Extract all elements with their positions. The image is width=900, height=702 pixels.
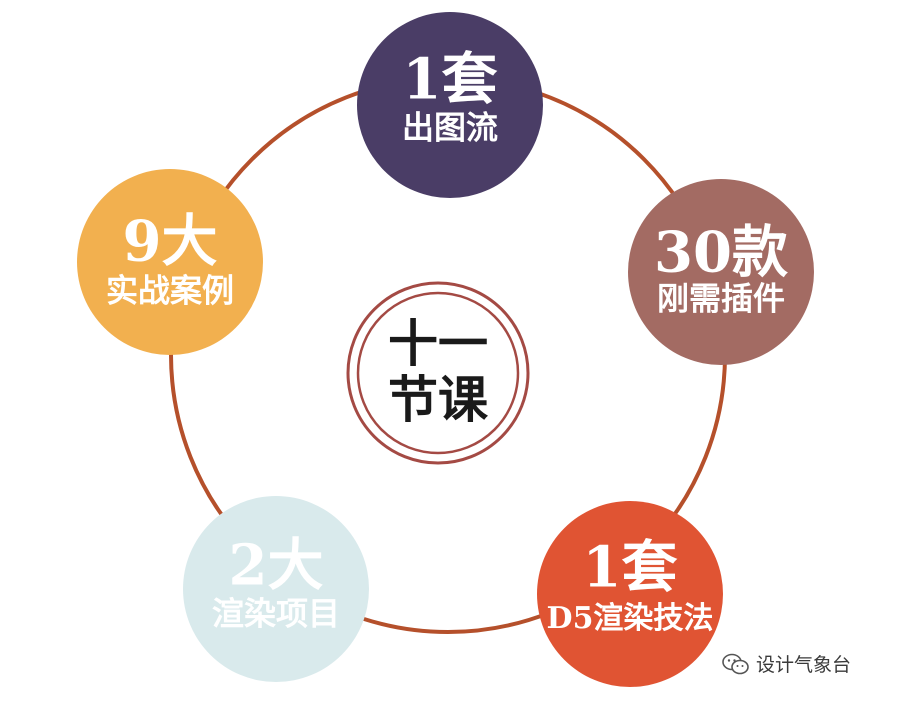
node-bottom-right: 1套 D5渲染技法 bbox=[537, 501, 723, 687]
node-bottom-right-big: 1套 bbox=[583, 535, 678, 601]
watermark-text: 设计气象台 bbox=[756, 654, 852, 676]
node-right-big: 30款 bbox=[654, 220, 788, 286]
node-bottom-left-big: 2大 bbox=[229, 533, 324, 599]
node-left-small: 实战案例 bbox=[106, 272, 234, 310]
watermark: 设计气象台 bbox=[722, 650, 851, 677]
node-right-circle bbox=[628, 179, 814, 365]
node-bottom-left-small: 渲染项目 bbox=[212, 595, 340, 633]
center-outer-ring bbox=[346, 281, 530, 465]
center-badge: 十一 节课 bbox=[346, 281, 530, 465]
center-line-2: 节课 bbox=[388, 370, 489, 429]
node-bottom-right-small: D5渲染技法 bbox=[547, 601, 714, 636]
node-left-circle bbox=[77, 169, 263, 355]
center-inner-ring bbox=[356, 291, 520, 455]
node-right: 30款 刚需插件 bbox=[628, 179, 814, 365]
node-bottom-right-circle bbox=[537, 501, 723, 687]
node-left-big: 9大 bbox=[123, 209, 218, 275]
center-line-1: 十一 bbox=[388, 314, 488, 373]
node-bottom-left-circle bbox=[183, 496, 369, 682]
node-top-big: 1套 bbox=[403, 47, 498, 113]
node-top-circle bbox=[357, 12, 543, 198]
node-left: 9大 实战案例 bbox=[77, 169, 263, 355]
node-right-small: 刚需插件 bbox=[657, 280, 785, 318]
node-bottom-left: 2大 渲染项目 bbox=[183, 496, 369, 682]
wechat-icon bbox=[722, 652, 750, 676]
node-top: 1套 出图流 bbox=[357, 12, 543, 198]
node-top-small: 出图流 bbox=[402, 109, 498, 147]
